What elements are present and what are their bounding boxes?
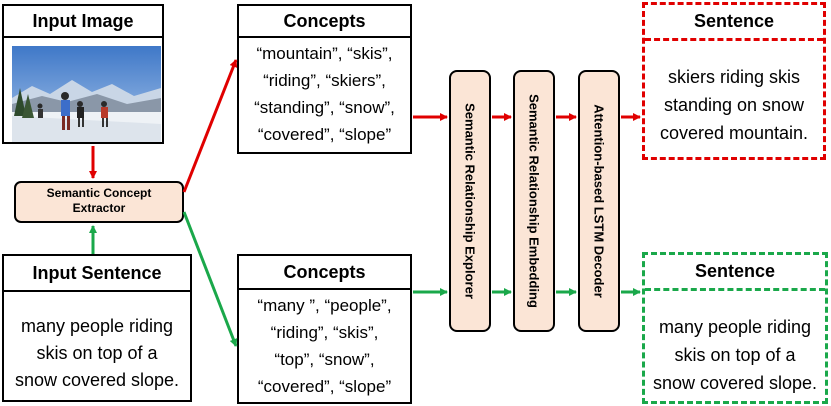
concept-line: “top”, “snow”, bbox=[274, 350, 375, 369]
input-sentence-line: snow covered slope. bbox=[14, 370, 180, 390]
concepts-top-title: Concepts bbox=[239, 6, 410, 38]
concepts-bottom-list: “many ”, “people”, “riding”, “skis”, “to… bbox=[239, 292, 410, 400]
input-sentence-title: Input Sentence bbox=[4, 256, 190, 292]
sentence-top-text: skiers riding skis standing on snow cove… bbox=[645, 63, 823, 147]
sentence-line: covered mountain. bbox=[659, 123, 809, 143]
input-sentence-line: many people riding bbox=[20, 316, 174, 336]
sentence-line: standing on snow bbox=[663, 95, 805, 115]
input-sentence-box: Input Sentence many people riding skis o… bbox=[2, 254, 192, 402]
arrow-extractor-to-concepts-top bbox=[182, 59, 238, 193]
ski-photo bbox=[12, 46, 161, 142]
concept-line: “many ”, “people”, bbox=[257, 296, 392, 315]
concepts-box-bottom: Concepts “many ”, “people”, “riding”, “s… bbox=[237, 254, 412, 404]
concepts-top-list: “mountain”, “skis”, “riding”, “skiers”, … bbox=[239, 40, 410, 148]
sentence-bottom-text: many people riding skis on top of a snow… bbox=[645, 313, 825, 397]
input-sentence-line: skis on top of a bbox=[36, 343, 158, 363]
sentence-line: skiers riding skis bbox=[667, 67, 801, 87]
concepts-box-top: Concepts “mountain”, “skis”, “riding”, “… bbox=[237, 4, 412, 154]
semantic-concept-extractor: Semantic Concept Extractor bbox=[14, 181, 184, 223]
sentence-bottom-title: Sentence bbox=[645, 255, 825, 291]
arrow-extractor-to-concepts-bottom bbox=[182, 211, 238, 347]
concept-line: “covered”, “slope” bbox=[257, 377, 392, 396]
concept-line: “standing”, “snow”, bbox=[254, 98, 395, 117]
concept-line: “covered”, “slope” bbox=[257, 125, 392, 144]
sentence-top-title: Sentence bbox=[645, 5, 823, 41]
semantic-relationship-embedding-module: Semantic Relationship Embedding bbox=[513, 70, 555, 332]
sentence-line: many people riding bbox=[658, 317, 812, 337]
sentence-box-top: Sentence skiers riding skis standing on … bbox=[642, 2, 826, 160]
input-image-title: Input Image bbox=[4, 6, 162, 38]
semantic-relationship-explorer-module: Semantic Relationship Explorer bbox=[449, 70, 491, 332]
concept-line: “riding”, “skis”, bbox=[270, 323, 379, 342]
ski-photo-illustration bbox=[12, 46, 161, 142]
concept-line: “mountain”, “skis”, bbox=[256, 44, 393, 63]
sentence-box-bottom: Sentence many people riding skis on top … bbox=[642, 252, 828, 404]
input-sentence-text: many people riding skis on top of a snow… bbox=[4, 313, 190, 394]
concept-line: “riding”, “skiers”, bbox=[263, 71, 386, 90]
sentence-line: skis on top of a bbox=[674, 345, 796, 365]
extractor-line-2: Extractor bbox=[72, 201, 126, 215]
concepts-bottom-title: Concepts bbox=[239, 256, 410, 290]
extractor-line-1: Semantic Concept bbox=[46, 186, 152, 200]
sentence-line: snow covered slope. bbox=[652, 373, 818, 393]
attention-lstm-decoder-module: Attention-based LSTM Decoder bbox=[578, 70, 620, 332]
input-image-box: Input Image bbox=[2, 4, 164, 144]
